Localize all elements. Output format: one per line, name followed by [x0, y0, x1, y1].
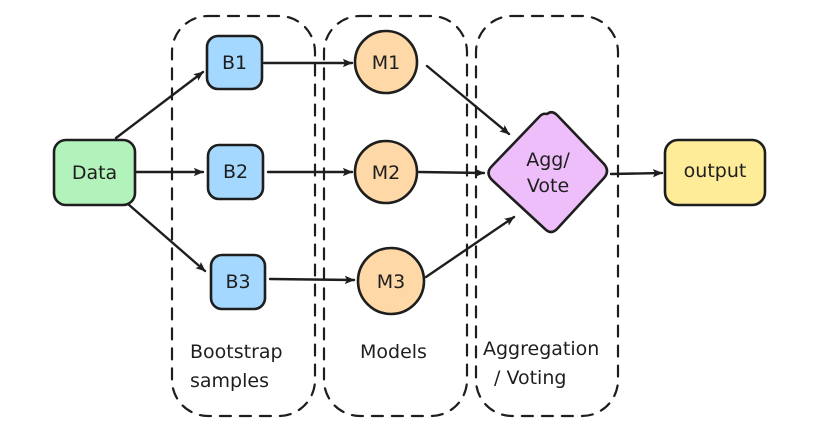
group-bootstrap-border [170, 14, 317, 418]
group-aggregation-border [474, 14, 620, 418]
node-b1: B1 [205, 34, 264, 91]
group-aggregation-label-line2: / Voting [494, 367, 566, 389]
group-bootstrap: Bootstrap samples [170, 14, 317, 418]
node-b1-shape [205, 34, 264, 91]
node-agg-label-line1: Agg/ [526, 149, 570, 171]
group-models-border [322, 14, 469, 418]
edge-agg-output [609, 169, 664, 178]
node-b3: B3 [209, 253, 267, 311]
edge-b3-m3 [268, 275, 356, 285]
node-m3: M3 [356, 246, 426, 316]
edge-m1-agg [425, 64, 511, 136]
edge-m2-agg [417, 168, 486, 178]
node-data: Data [52, 138, 137, 207]
node-m3-shape [356, 246, 426, 316]
group-bootstrap-label-line1: Bootstrap [190, 341, 283, 363]
node-m2-shape [353, 139, 419, 205]
edge-data-b3 [126, 202, 207, 273]
node-m1-shape [353, 29, 419, 95]
node-b3-shape [209, 253, 267, 311]
node-m1-label: M1 [372, 52, 400, 74]
group-models-label: Models [360, 341, 427, 363]
node-m1: M1 [353, 29, 419, 95]
node-agg-shape [487, 110, 609, 234]
edge-m3-agg [424, 215, 516, 279]
group-bootstrap-label-line2: samples [190, 370, 269, 392]
node-m3-label: M3 [377, 271, 405, 293]
node-m2: M2 [353, 139, 419, 205]
node-b2-label: B2 [223, 161, 248, 183]
node-b2-shape [206, 143, 265, 201]
edges [114, 58, 664, 285]
node-agg: Agg/ Vote [487, 110, 609, 234]
node-agg-label-line2: Vote [527, 175, 569, 197]
node-output-shape [663, 138, 767, 207]
group-aggregation: Aggregation / Voting [474, 14, 620, 418]
node-data-shape [52, 138, 137, 207]
node-data-label: Data [72, 162, 117, 184]
edge-data-b1 [114, 70, 205, 140]
group-aggregation-label-line1: Aggregation [483, 338, 599, 360]
node-b1-label: B1 [222, 52, 247, 74]
node-b3-label: B3 [225, 271, 250, 293]
node-m2-label: M2 [372, 162, 400, 184]
group-models: Models [322, 14, 469, 418]
node-output: output [663, 138, 767, 207]
node-b2: B2 [206, 143, 265, 201]
node-output-label: output [684, 160, 747, 182]
